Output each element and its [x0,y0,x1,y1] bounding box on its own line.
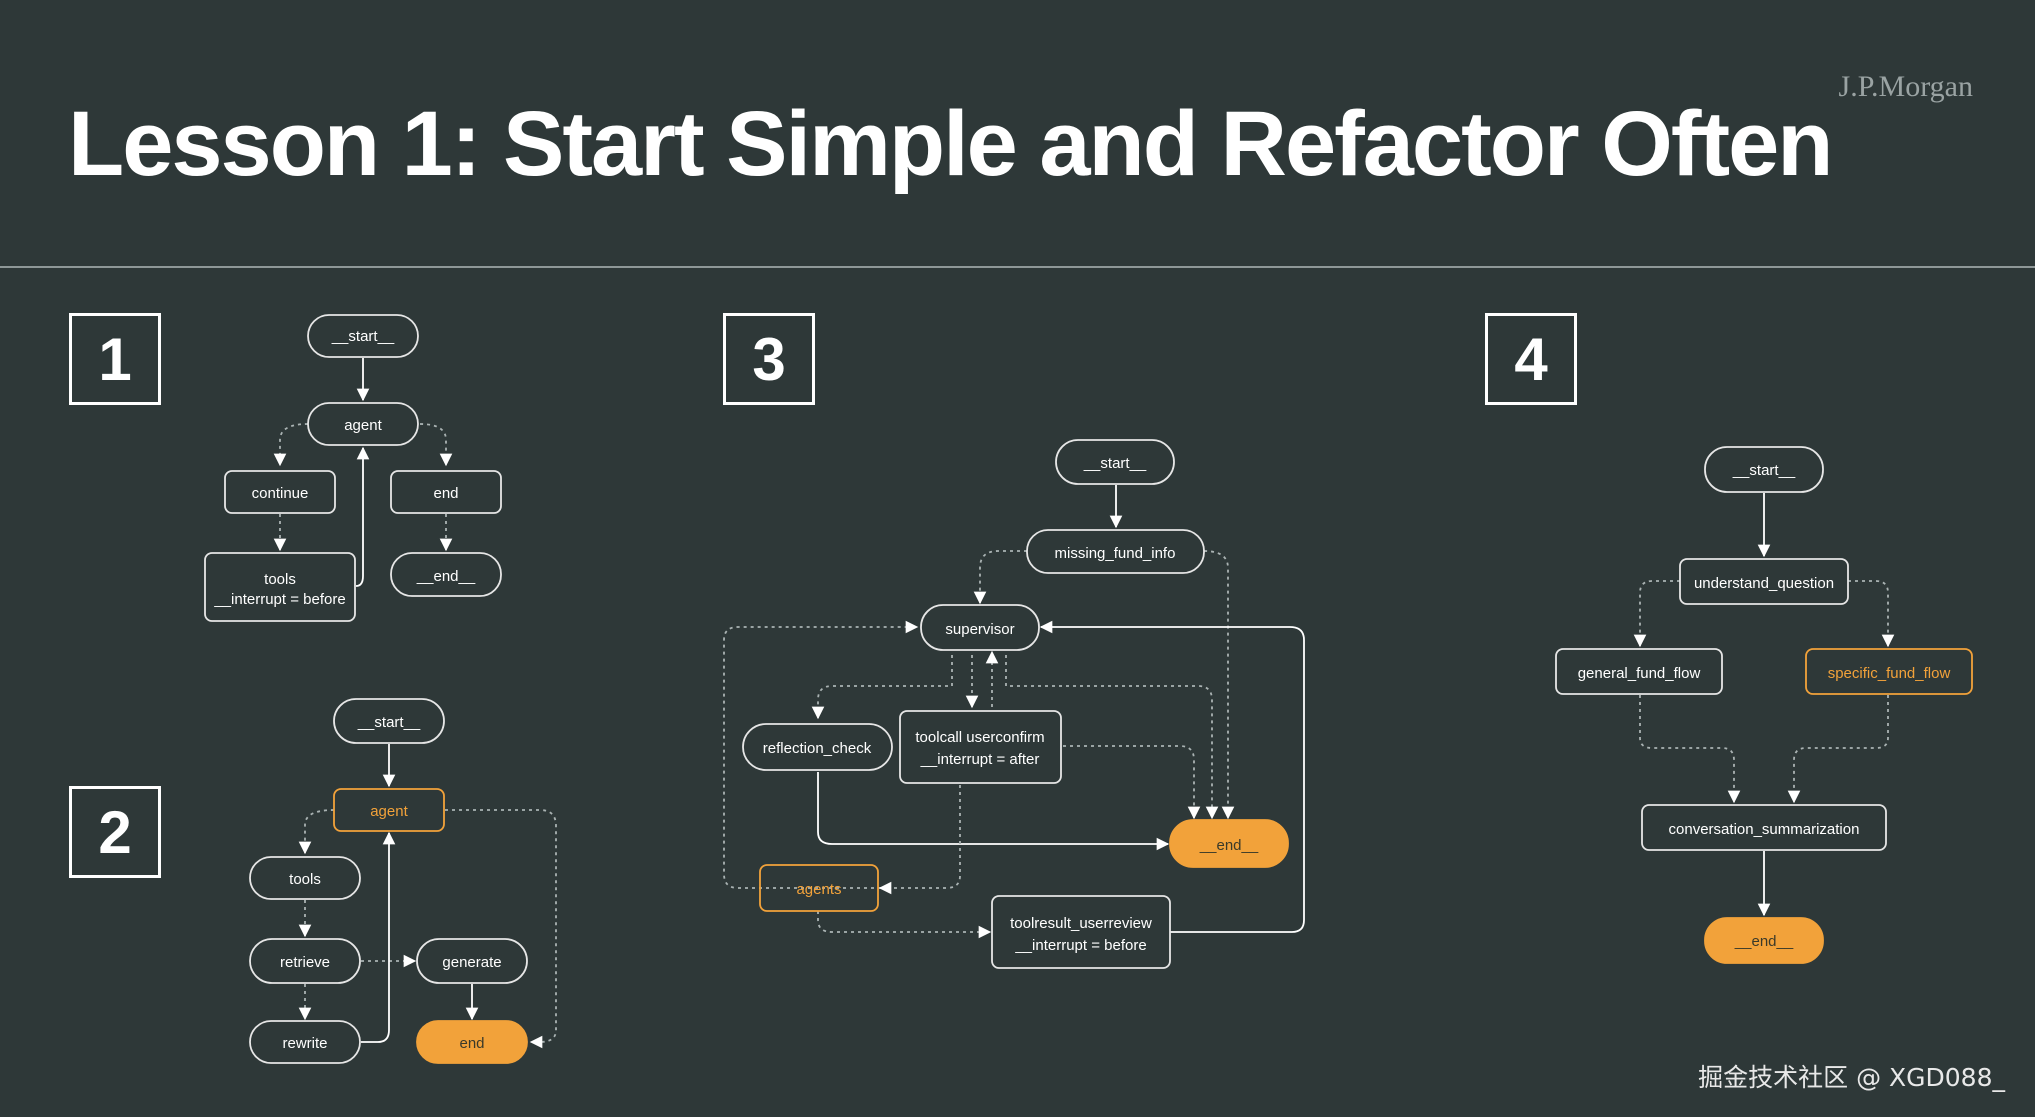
d1-node-start [307,314,419,358]
d1-node-tools [204,552,356,622]
d3-label-toolresult: toolresult_userreview [1010,915,1152,932]
d3-node-supervisor [920,604,1040,651]
d1-label-continue: continue [252,485,309,502]
d3-label-supervisor: supervisor [945,621,1014,638]
edge-toolcall-agents [878,785,961,895]
diagram-2 [249,698,557,1064]
d4-node-end [1704,917,1824,964]
d2-node-agent [333,788,445,832]
d2-node-tools [249,856,361,900]
d1-node-agent [307,402,419,446]
diagram-3 [723,439,1305,969]
edge-supervisor-end [1005,655,1219,820]
d1-node-end-condition [390,470,502,514]
edge-agent-end [445,809,557,1049]
d4-label-specific-fund-flow: specific_fund_flow [1828,665,1951,682]
edge-toolresult-supervisor [1039,620,1305,933]
edge-rewrite-agent [361,831,396,1043]
d3-label-missing-fund-info: missing_fund_info [1055,545,1176,562]
d2-node-end [416,1020,528,1064]
d4-label-understand-question: understand_question [1694,575,1834,592]
d3-label-toolcall: toolcall userconfirm [915,729,1044,746]
d1-label-start: __start__ [331,328,395,345]
d2-label-agent: agent [370,803,408,820]
d3-node-agents [759,864,879,912]
diagram-3-labels: __start__ missing_fund_info supervisor r… [763,455,1259,954]
d2-label-rewrite: rewrite [282,1035,327,1052]
edge-specific-summarization [1787,695,1889,804]
panel-number-2: 2 [69,786,161,878]
d3-label-start: __start__ [1083,455,1147,472]
d4-label-conversation-summarization: conversation_summarization [1669,821,1860,838]
edge-toolcall-end [1063,745,1201,820]
d1-node-end [390,552,502,597]
d1-label-end-condition: end [433,485,458,502]
edge-tools-agent [355,446,370,587]
edge-agents-toolresult [817,911,992,939]
d3-node-missing-fund-info [1026,529,1205,574]
d3-label-agents: agents [796,881,841,898]
edge-agent-continue [273,423,309,467]
brand-logo: J.P.Morgan [1838,70,1973,103]
d3-label-reflection-check: reflection_check [763,740,872,757]
d4-label-end: __end__ [1734,933,1794,950]
d3-node-toolcall-userconfirm [899,710,1062,784]
d2-node-retrieve [249,938,361,984]
d2-node-generate [416,938,528,984]
diagram-2-labels: __start__ agent tools retrieve generate … [280,714,502,1052]
watermark-text: 掘金技术社区 @ XGD088_ [1698,1063,2005,1092]
panel-number-4: 4 [1485,313,1577,405]
d4-node-conversation-summarization [1641,804,1887,851]
page-title: Lesson 1: Start Simple and Refactor Ofte… [68,93,1833,195]
edge-supervisor-reflection [811,655,953,720]
d2-label-retrieve: retrieve [280,954,330,971]
edge-understand-specific [1848,580,1895,648]
d2-label-end: end [459,1035,484,1052]
d2-label-start: __start__ [357,714,421,731]
header-divider [0,266,2035,268]
d1-label-agent: agent [344,417,382,434]
d2-label-tools: tools [289,871,321,888]
d3-node-end [1169,819,1289,868]
diagram-4 [1555,446,1973,964]
d1-node-continue [224,470,336,514]
edge-general-summarization [1639,695,1741,804]
d2-node-start [333,698,445,744]
d4-node-understand-question [1679,558,1849,605]
d4-node-start [1704,446,1824,493]
d1-label-tools: tools [264,571,296,588]
diagram-4-labels: __start__ understand_question general_fu… [1578,462,1951,950]
d3-label-toolcall-interrupt: __interrupt = after [920,751,1040,768]
d4-node-specific-fund-flow [1805,648,1973,695]
d2-node-rewrite [249,1020,361,1064]
d3-node-start [1055,439,1175,485]
edge-understand-general [1633,580,1680,648]
d3-node-reflection-check [742,723,893,771]
d3-node-toolresult-userreview [991,895,1171,969]
d2-label-generate: generate [442,954,501,971]
diagram-1 [204,314,502,622]
d1-label-tools-interrupt: __interrupt = before [213,591,345,608]
d3-label-end: __end__ [1199,837,1259,854]
panel-number-3: 3 [723,313,815,405]
edge-agent-tools [298,809,335,855]
diagram-1-labels: __start__ agent continue end tools __int… [213,328,476,608]
edge-agents-supervisor [723,620,919,889]
panel-number-1: 1 [69,313,161,405]
edge-reflection-end [817,772,1170,851]
edge-missing-supervisor [973,550,1027,605]
edge-agent-end [419,423,453,467]
d1-label-end: __end__ [416,568,476,585]
d4-label-start: __start__ [1732,462,1796,479]
d4-node-general-fund-flow [1555,648,1723,695]
d4-label-general-fund-flow: general_fund_flow [1578,665,1701,682]
d3-label-toolresult-interrupt: __interrupt = before [1014,937,1146,954]
edge-missing-end [1203,550,1235,820]
